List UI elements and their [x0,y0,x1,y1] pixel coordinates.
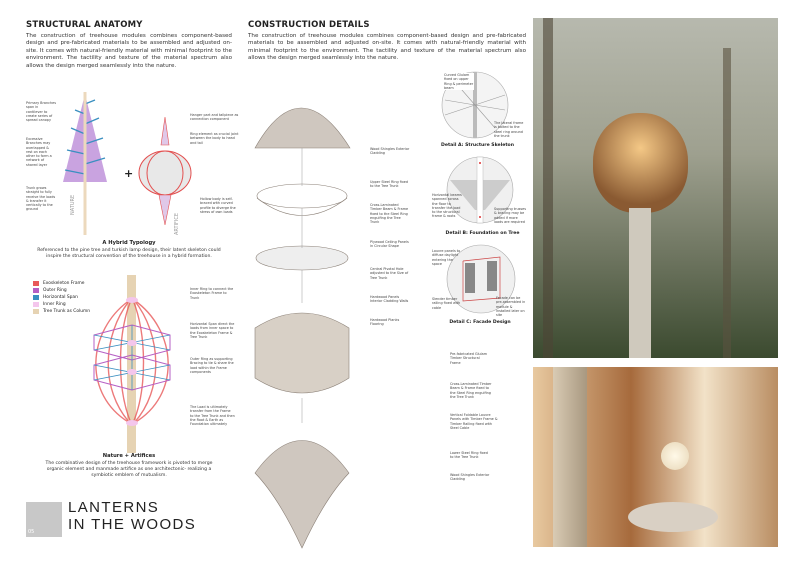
construction-label-8: Pre-fabricated Glulam Timber Structural … [450,352,488,365]
construction-label-12: Wood Shingles Exterior Cladding [450,473,490,482]
structural-anatomy-heading: STRUCTURAL ANATOMY [26,20,143,30]
lamp-label-2: Ring element as crucial joint between th… [190,132,239,145]
detail-a-note-2: The lateral frame is bolted to the steel… [494,121,524,138]
construction-label-11: Lower Steel Ring fixed to the Tree Trunk [450,451,488,460]
detail-a-note-1: Curved Glulam fixed on upper Ring & peri… [444,73,474,91]
tree-label-2: Excessive Branches may overlapped & rest… [26,137,52,167]
legend-item: Tree Trunk as Column [33,308,90,315]
exploded-axonometric-drawing [254,107,351,549]
nature-artifices-text: The combinative design of the treehouse … [45,461,213,478]
construction-label-10: Vertical Foldable Louvre Panels with Tim… [450,413,498,430]
construction-label-7: Hardwood Planks Flooring [370,318,400,327]
lamp-label-3: Hollow body is self-braced with curved p… [200,197,236,214]
frame-label-2: Horizontal Span direct the loads from in… [190,322,235,339]
structural-anatomy-text: The construction of treehouse modules co… [26,33,232,69]
detail-c-title: Detail C: Facade Design [449,320,511,325]
construction-label-6: Hardwood Panels Interior Cladding Walls [370,295,409,304]
hybrid-typology-title: A Hybrid Typology [102,240,156,246]
detail-b-title: Detail B: Foundation on Tree [445,231,520,236]
detail-b-drawing [446,156,514,224]
detail-c-note-3: Facade can be pre-assembled in module & … [496,296,526,318]
detail-b-note-1: Horizontal beams spanned across the floo… [432,193,462,219]
detail-b-note-2: Supporting trusses & bracing may be adde… [494,207,526,224]
interior-render-photo [533,367,778,547]
frame-legend: Exoskeleton Frame Outer Ring Horizontal … [33,280,90,315]
exoskeleton-frame-diagram [93,275,171,453]
exterior-render-photo [533,18,778,358]
project-logo: 05 [26,502,62,537]
construction-label-2: Upper Steel Ring fixed to the Tree Trunk [370,180,408,189]
lamp-label-1: Hanger part and tailpiece as connection … [190,113,239,122]
turkish-lamp-diagram [138,116,192,226]
frame-label-3: Outer Ring as supporting Bracing to tie … [190,357,234,374]
pine-tree-diagram [63,92,107,235]
nature-word: NATURE [70,194,76,215]
detail-a-title: Detail A: Structure Skeleton [441,143,514,148]
artifice-word: ARTIFICE [174,212,180,235]
legend-item: Outer Ring [33,287,90,294]
construction-label-1: Wood Shingles Exterior Cladding [370,147,410,156]
detail-c-drawing [446,244,516,314]
hybrid-typology-text: Referenced to the pine tree and turkish … [37,248,221,259]
legend-item: Horizontal Span [33,294,90,301]
detail-c-note-2: Slender timber railing fixed with cable [432,297,461,310]
detail-c-note-1: Louvre panels to diffuse daylight enteri… [432,249,461,266]
construction-label-9: Cross-Laminated Timber Beam & Frame fixe… [450,382,492,399]
plus-sign: + [124,167,134,180]
legend-item: Exoskeleton Frame [33,280,90,287]
tree-label-3: Trunk grows straight to fully receive th… [26,186,56,212]
construction-label-5: Central Pivotal Hole adjusted to the Siz… [370,267,409,280]
construction-label-4: Plywood Ceiling Panels in Circular Shape [370,240,409,249]
nature-artifices-title: Nature + Artifices [102,453,156,459]
construction-details-heading: CONSTRUCTION DETAILS [248,20,370,30]
construction-label-3: Cross-Laminated Timber Beam & Frame fixe… [370,203,409,225]
tree-label-1: Primary Branches span in cantilever to c… [26,101,56,123]
legend-item: Inner Ring [33,301,90,308]
frame-label-1: Inner Ring to connect the Exoskeleton Fr… [190,287,234,300]
frame-label-4: The Load is ultimately transfer from the… [190,405,235,427]
construction-details-text: The construction of treehouse modules co… [248,33,526,62]
